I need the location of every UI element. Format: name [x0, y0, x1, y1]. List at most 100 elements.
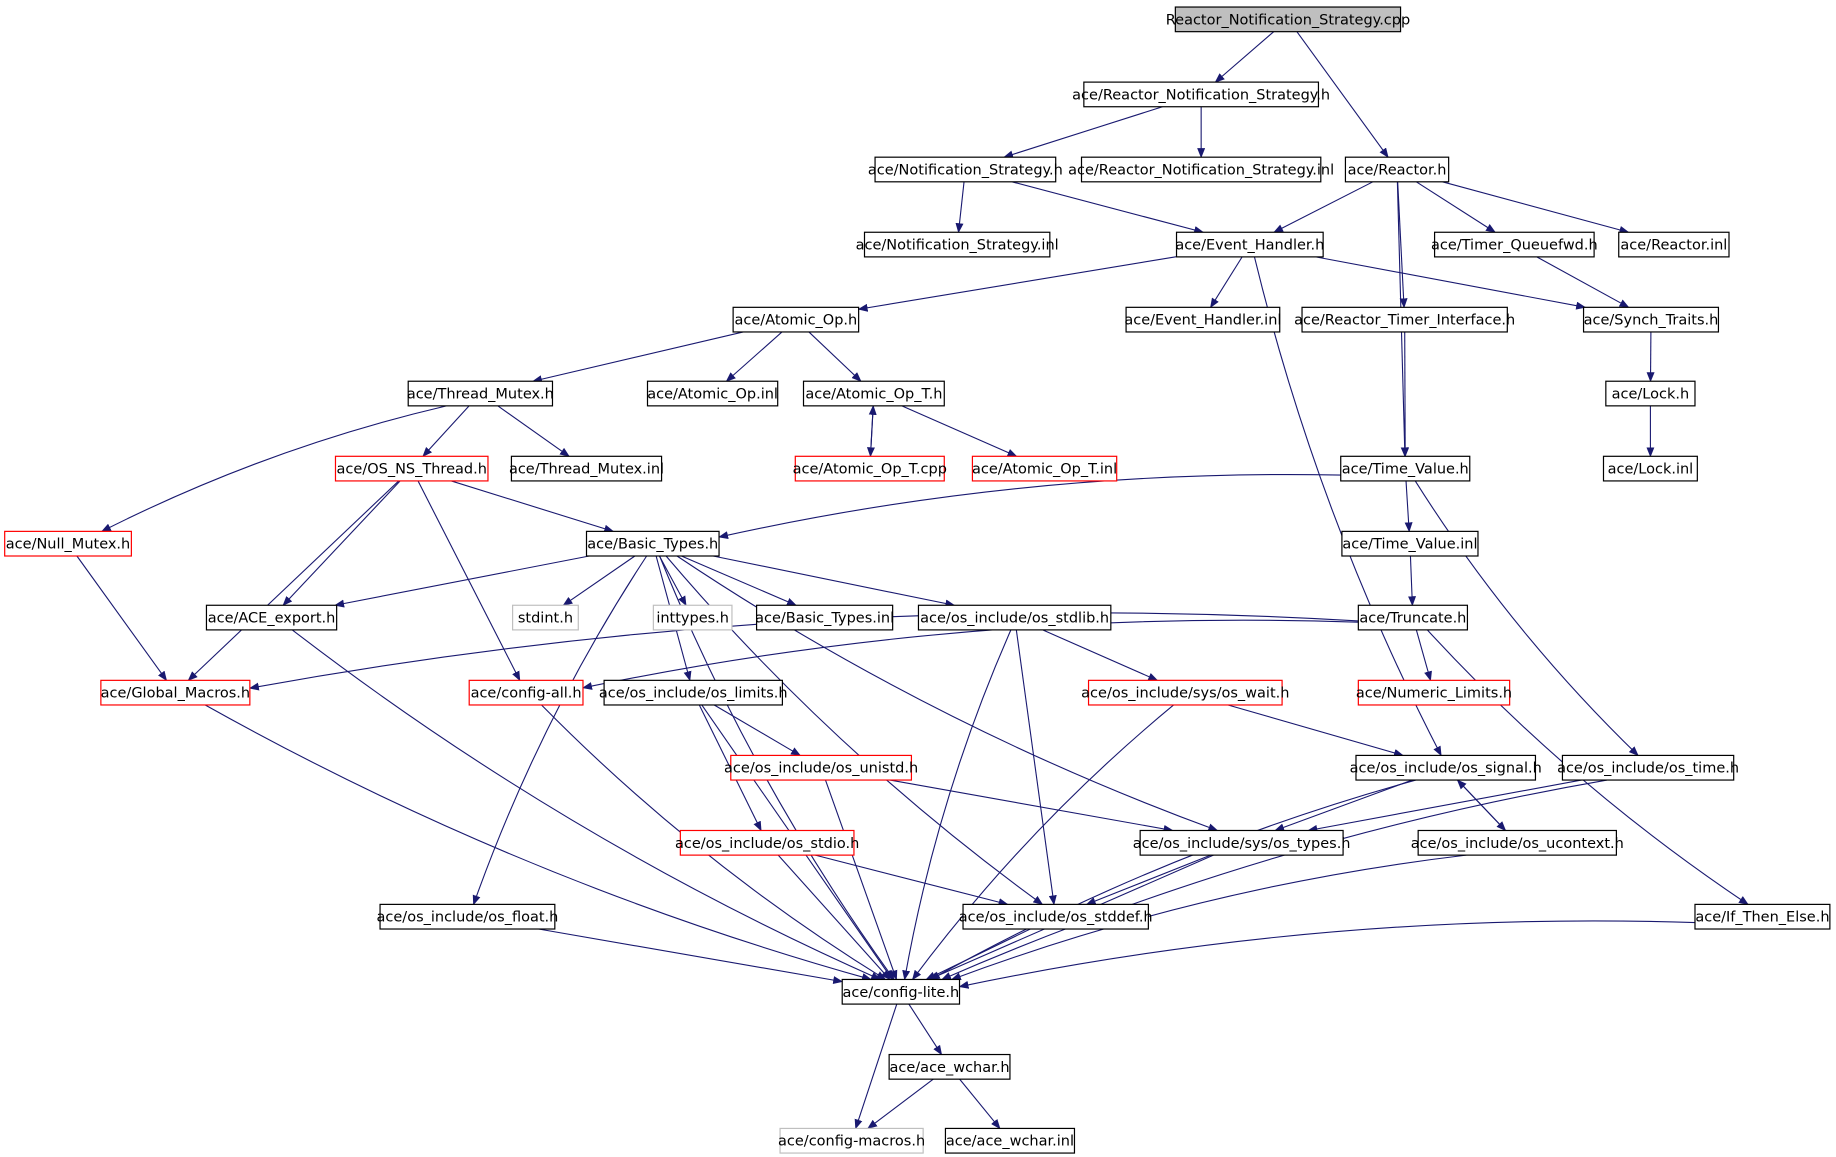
node-label: ace/Basic_Types.h — [587, 537, 718, 553]
node-n7[interactable]: ace/Timer_Queuefwd.h — [1431, 231, 1598, 258]
node-n5[interactable]: ace/Notification_Strategy.inl — [856, 231, 1059, 258]
node-box — [512, 604, 579, 631]
node-box — [1341, 530, 1479, 557]
node-n37[interactable]: ace/os_include/os_unistd.h — [724, 754, 918, 781]
node-n24[interactable]: ace/Basic_Types.h — [585, 530, 720, 557]
node-label: ace/config-macros.h — [778, 1134, 925, 1150]
edge-n24-n27 — [562, 555, 636, 606]
node-box — [888, 1053, 1011, 1080]
node-label: ace/Reactor_Notification_Strategy.h — [1072, 87, 1330, 103]
node-n48[interactable]: ace/config-macros.h — [778, 1127, 925, 1154]
node-n22[interactable]: ace/Lock.inl — [1602, 455, 1698, 482]
edge-n43-n46 — [538, 928, 844, 985]
node-label: ace/Thread_Mutex.h — [407, 387, 554, 403]
node-n14[interactable]: ace/Atomic_Op.inl — [646, 380, 779, 407]
node-label: ace/ace_wchar.inl — [946, 1134, 1074, 1150]
node-n6[interactable]: ace/Event_Handler.h — [1175, 231, 1324, 258]
node-n8[interactable]: ace/Reactor.inl — [1618, 231, 1730, 258]
edge-n17-n33 — [417, 480, 521, 682]
node-n36[interactable]: ace/Numeric_Limits.h — [1356, 679, 1512, 706]
node-label: ace/Numeric_Limits.h — [1356, 686, 1512, 702]
edge-n38-n41 — [1274, 779, 1413, 832]
edge-n32-n46 — [204, 704, 872, 981]
node-box — [917, 604, 1112, 631]
node-n49[interactable]: ace/ace_wchar.inl — [944, 1127, 1076, 1154]
node-n47[interactable]: ace/ace_wchar.h — [888, 1053, 1011, 1080]
node-n23[interactable]: ace/Null_Mutex.h — [4, 530, 132, 557]
node-box — [944, 1127, 1076, 1154]
node-n34[interactable]: ace/os_include/os_limits.h — [599, 679, 788, 706]
edge-n24-n26 — [334, 555, 590, 608]
node-n10[interactable]: ace/Event_Handler.inl — [1124, 306, 1281, 333]
node-n46[interactable]: ace/config-lite.h — [841, 978, 961, 1005]
edge-n46-n48 — [854, 1003, 898, 1130]
edge-n38-n46 — [929, 779, 1416, 980]
node-label: inttypes.h — [656, 611, 729, 627]
node-n25[interactable]: ace/Time_Value.inl — [1341, 530, 1479, 557]
edge-n24-n41 — [676, 555, 1219, 832]
node-n0[interactable]: Reactor_Notification_Strategy.cpp — [1166, 6, 1410, 33]
node-box — [1417, 829, 1617, 856]
node-label: ace/Basic_Types.inl — [755, 611, 894, 627]
node-box — [841, 978, 961, 1005]
edge-n4-n11 — [1397, 181, 1408, 309]
node-n15[interactable]: ace/Atomic_Op_T.h — [802, 380, 945, 407]
node-n19[interactable]: ace/Atomic_Op_T.cpp — [793, 455, 947, 482]
node-label: ace/Lock.inl — [1608, 462, 1694, 478]
edge-n30-n35 — [1042, 629, 1159, 681]
node-n18[interactable]: ace/Thread_Mutex.inl — [509, 455, 664, 482]
edge-n21-n39 — [1414, 480, 1639, 757]
node-n33[interactable]: ace/config-all.h — [468, 679, 584, 706]
node-box — [1080, 156, 1322, 183]
node-n11[interactable]: ace/Reactor_Timer_Interface.h — [1294, 306, 1515, 333]
node-box — [1340, 455, 1471, 482]
edge-n31-n36 — [1415, 629, 1432, 682]
node-n12[interactable]: ace/Synch_Traits.h — [1582, 306, 1720, 333]
node-n42[interactable]: ace/os_include/os_ucontext.h — [1411, 829, 1624, 856]
edge-n2-n5 — [955, 181, 965, 234]
node-n41[interactable]: ace/os_include/sys/os_types.h — [1133, 829, 1351, 856]
node-n26[interactable]: ace/ACE_export.h — [205, 604, 338, 631]
edge-n1-n2 — [1003, 106, 1163, 159]
node-n44[interactable]: ace/os_include/os_stddef.h — [959, 903, 1153, 930]
node-label: ace/config-lite.h — [842, 985, 959, 1001]
node-label: ace/os_include/os_unistd.h — [724, 761, 918, 777]
node-box — [1139, 829, 1344, 856]
node-n27[interactable]: stdint.h — [512, 604, 579, 631]
node-n17[interactable]: ace/OS_NS_Thread.h — [334, 455, 489, 482]
node-box — [379, 903, 556, 930]
edge-n45-n46 — [958, 920, 1695, 989]
node-n31[interactable]: ace/Truncate.h — [1357, 604, 1469, 631]
node-n2[interactable]: ace/Notification_Strategy.h — [868, 156, 1063, 183]
node-n16[interactable]: ace/Lock.h — [1605, 380, 1696, 407]
node-n1[interactable]: ace/Reactor_Notification_Strategy.h — [1072, 81, 1330, 108]
node-box — [1174, 6, 1402, 33]
node-box — [407, 380, 554, 407]
node-n29[interactable]: ace/Basic_Types.inl — [755, 604, 894, 631]
node-box — [1618, 231, 1730, 258]
node-n9[interactable]: ace/Atomic_Op.h — [732, 306, 860, 333]
node-n28[interactable]: inttypes.h — [652, 604, 733, 631]
edge-n24-n30 — [712, 555, 956, 608]
edge-n9-n13 — [531, 331, 744, 384]
node-n30[interactable]: ace/os_include/os_stdlib.h — [917, 604, 1112, 631]
edge-n21-n25 — [1404, 480, 1413, 533]
node-label: ace/os_include/os_stdio.h — [675, 836, 859, 852]
node-n13[interactable]: ace/Thread_Mutex.h — [407, 380, 554, 407]
node-n3[interactable]: ace/Reactor_Notification_Strategy.inl — [1068, 156, 1334, 183]
node-n20[interactable]: ace/Atomic_Op_T.inl — [971, 455, 1118, 482]
node-box — [1561, 754, 1735, 781]
node-box — [962, 903, 1149, 930]
node-n43[interactable]: ace/os_include/os_float.h — [377, 903, 559, 930]
edge-n47-n49 — [959, 1078, 1001, 1130]
node-n45[interactable]: ace/If_Then_Else.h — [1694, 903, 1831, 930]
node-n40[interactable]: ace/os_include/os_stdio.h — [675, 829, 859, 856]
edge-n6-n10 — [1210, 256, 1243, 309]
node-n35[interactable]: ace/os_include/sys/os_wait.h — [1081, 679, 1289, 706]
node-n38[interactable]: ace/os_include/os_signal.h — [1350, 754, 1542, 781]
node-n32[interactable]: ace/Global_Macros.h — [100, 679, 251, 706]
node-n21[interactable]: ace/Time_Value.h — [1340, 455, 1471, 482]
node-n4[interactable]: ace/Reactor.h — [1344, 156, 1450, 183]
node-n39[interactable]: ace/os_include/os_time.h — [1557, 754, 1739, 781]
node-label: ace/Notification_Strategy.inl — [856, 238, 1059, 254]
